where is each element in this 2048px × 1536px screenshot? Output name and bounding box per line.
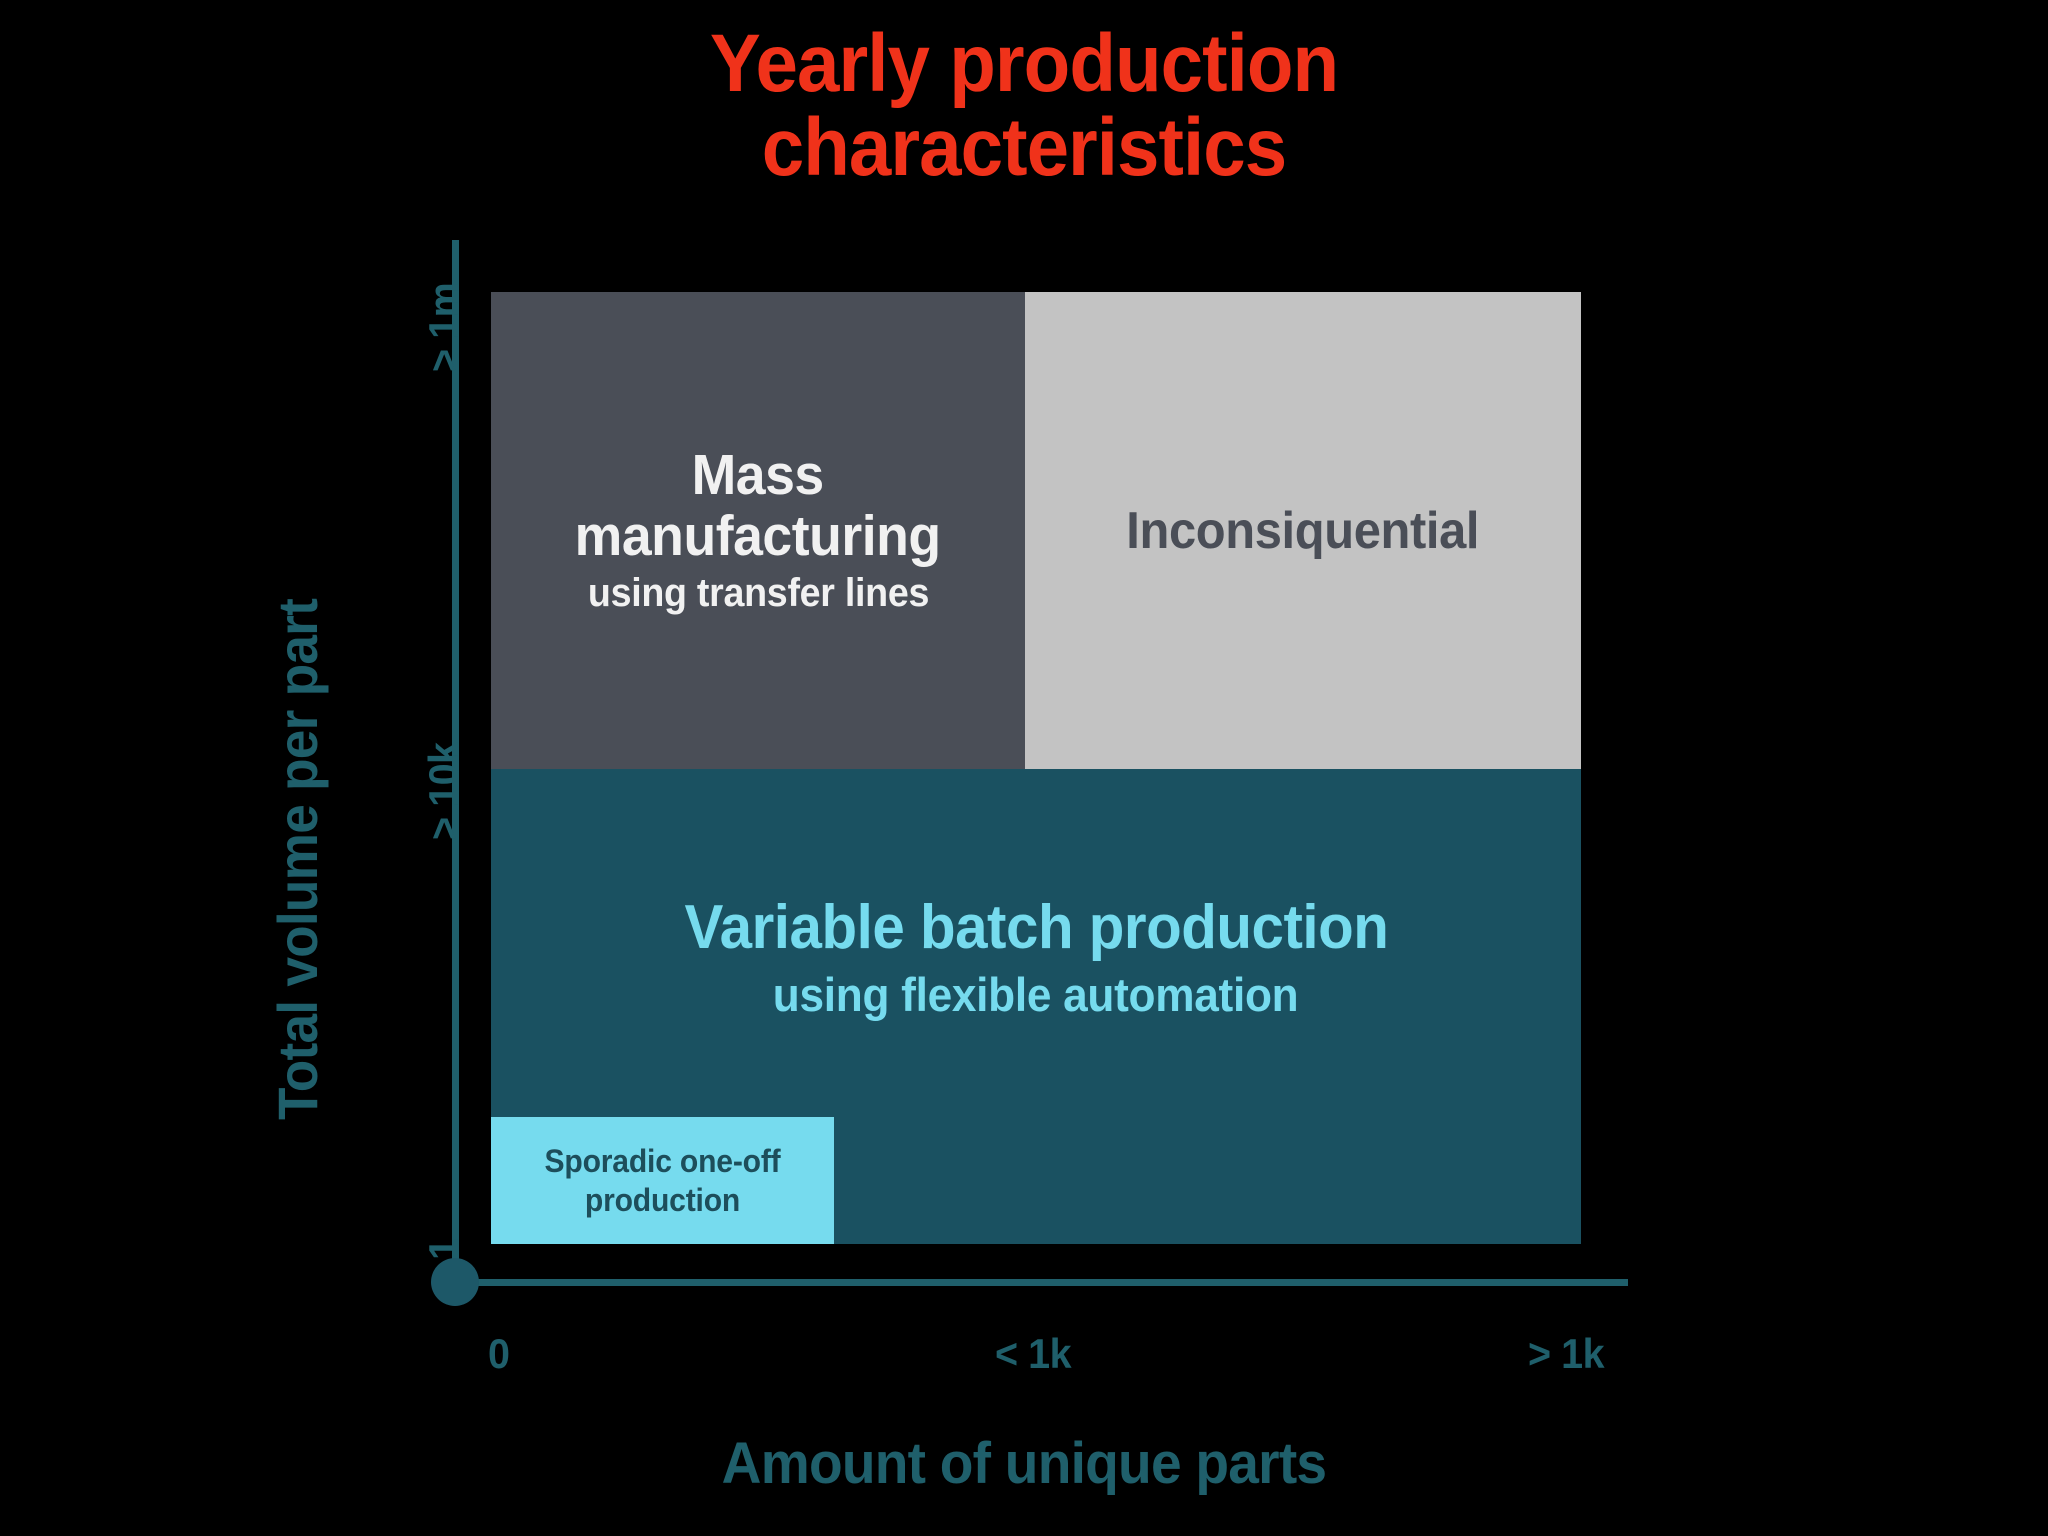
y-tick-label-1m: > 1m [420,282,467,372]
x-tick-label-over-1k: > 1k [1528,1330,1605,1377]
quadrant-inconsequential-label: Inconsiquential [1126,501,1480,560]
quadrant-sporadic-one-off-production: Sporadic one-off production [491,1117,834,1244]
y-axis-line [452,240,459,1286]
x-axis-line [456,1279,1628,1286]
chart-title: Yearly production characteristics [709,18,1339,194]
x-tick-label-under-1k: < 1k [995,1330,1072,1377]
quadrant-inconsequential: Inconsiquential [1025,292,1581,769]
x-tick-label-0: 0 [488,1330,510,1377]
y-tick-label-10k: > 10k [420,742,467,840]
quadrant-mass-title: Mass manufacturing [574,443,941,568]
quadrant-batch-subtitle: using flexible automation [773,967,1299,1021]
y-axis-title: Total volume per part [266,598,329,1120]
origin-dot-icon [431,1258,479,1306]
quadrant-sporadic-label: Sporadic one-off production [544,1143,781,1218]
quadrant-mass-manufacturing: Mass manufacturing using transfer lines [491,292,1025,769]
x-axis-title: Amount of unique parts [721,1431,1327,1496]
quadrant-batch-title: Variable batch production [684,893,1388,962]
quadrant-mass-subtitle: using transfer lines [587,571,929,615]
y-tick-label-1: 1 [420,1238,467,1260]
